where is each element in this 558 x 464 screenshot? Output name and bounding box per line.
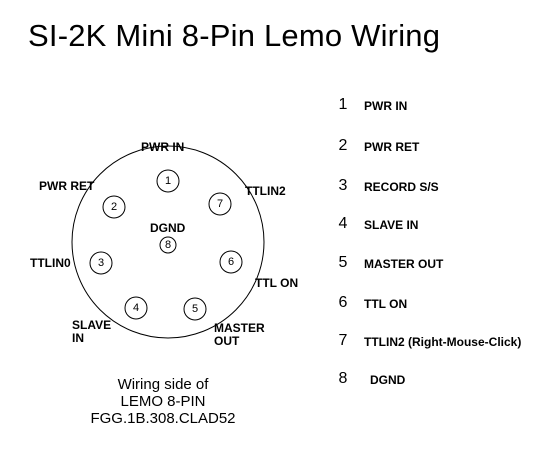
- legend-label: PWR IN: [364, 99, 408, 113]
- legend-label: PWR RET: [364, 140, 420, 154]
- pin-4-label: SLAVE IN: [72, 318, 112, 345]
- legend-number: 8: [338, 370, 348, 387]
- pin-4-circle: [124, 296, 148, 320]
- pin-6-number: 6: [227, 256, 235, 268]
- pin-6-label: TTL ON: [255, 276, 299, 290]
- legend-number: 3: [338, 177, 348, 194]
- pin-1-circle: [156, 169, 180, 193]
- pin-3-circle: [89, 251, 113, 275]
- legend-label: DGND: [370, 373, 406, 387]
- caption-line: Wiring side of: [117, 376, 209, 393]
- pin-7-number: 7: [216, 198, 224, 210]
- pin-1-label: PWR IN: [141, 140, 185, 154]
- pin-3-number: 3: [97, 257, 105, 269]
- legend-label: TTL ON: [364, 297, 408, 311]
- pin-7-label: TTLIN2: [245, 184, 286, 198]
- legend-label: RECORD S/S: [364, 180, 439, 194]
- legend-number: 7: [338, 332, 348, 349]
- pin-1-number: 1: [164, 175, 172, 187]
- connector-outline: [71, 145, 265, 339]
- legend-number: 4: [338, 215, 348, 232]
- legend-number: 6: [338, 294, 348, 311]
- caption-line: FGG.1B.308.CLAD52: [90, 410, 236, 427]
- pin-8-circle: [159, 236, 177, 254]
- connector-caption: Wiring side of LEMO 8-PIN FGG.1B.308.CLA…: [58, 376, 268, 427]
- caption-line: LEMO 8-PIN: [120, 393, 206, 410]
- pin-2-label: PWR RET: [39, 179, 95, 193]
- pin-4-number: 4: [132, 302, 140, 314]
- pin-2-number: 2: [110, 201, 118, 213]
- diagram-title: SI-2K Mini 8-Pin Lemo Wiring: [28, 18, 441, 53]
- pin-8-label: DGND: [150, 221, 186, 235]
- legend-label: SLAVE IN: [364, 218, 419, 232]
- pin-6-circle: [219, 250, 243, 274]
- pin-7-circle: [208, 192, 232, 216]
- legend-number: 2: [338, 137, 348, 154]
- pin-8-number: 8: [164, 239, 172, 251]
- pin-3-label: TTLIN0: [30, 256, 71, 270]
- pin-5-label: MASTER OUT: [214, 321, 265, 348]
- legend-label: TTLIN2 (Right-Mouse-Click): [364, 335, 522, 349]
- legend-number: 5: [338, 254, 348, 271]
- pin-5-number: 5: [191, 303, 199, 315]
- legend-label: MASTER OUT: [364, 257, 444, 271]
- pin-2-circle: [102, 195, 126, 219]
- pin-5-circle: [183, 297, 207, 321]
- legend-number: 1: [338, 96, 348, 113]
